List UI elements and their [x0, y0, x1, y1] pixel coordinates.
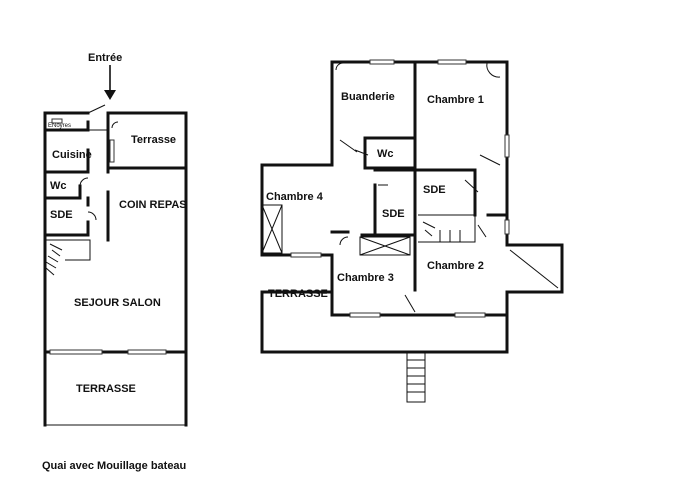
room-label-sde-center: SDE: [382, 208, 405, 220]
room-label-terrasse-upper: TERRASSE: [268, 288, 328, 300]
plan-caption: Quai avec Mouillage bateau: [42, 460, 187, 472]
upper-outer-wall: [260, 60, 564, 354]
room-label-chambre2: Chambre 2: [427, 260, 484, 272]
ground-terrace-outline: [43, 350, 188, 427]
room-label-sde-right: SDE: [423, 184, 446, 196]
room-label-sde: SDE: [50, 209, 73, 221]
room-label-coin-repas: COIN REPAS: [119, 199, 187, 211]
entrance-label: Entrée: [88, 52, 123, 64]
room-label-sejour-salon: SEJOUR SALON: [74, 297, 161, 309]
room-label-chambre1: Chambre 1: [427, 94, 484, 106]
room-label-chambre3: Chambre 3: [337, 272, 394, 284]
room-label-wc: Wc: [50, 180, 67, 192]
room-label-terrasse-small: Terrasse: [131, 134, 176, 146]
outdoor-stairs: [406, 351, 426, 403]
room-label-cuisine: Cuisine: [52, 149, 92, 161]
upper-stairs: [418, 214, 476, 243]
ground-floor-plan: ENoyres Cuisine Terrasse Wc SDE COIN REP…: [43, 65, 188, 427]
room-label-buanderie: Buanderie: [341, 91, 395, 103]
upper-floor-plan: Buanderie Chambre 1 Wc SDE Chambre 4 SDE…: [260, 59, 564, 403]
ground-stairs: [45, 239, 91, 276]
room-label-wc-upper: Wc: [377, 148, 394, 160]
room-label-storage: ENoyres: [48, 123, 71, 129]
entrance-arrow: [104, 65, 116, 100]
room-label-terrasse-large: TERRASSE: [76, 383, 136, 395]
room-label-chambre4: Chambre 4: [266, 191, 324, 203]
